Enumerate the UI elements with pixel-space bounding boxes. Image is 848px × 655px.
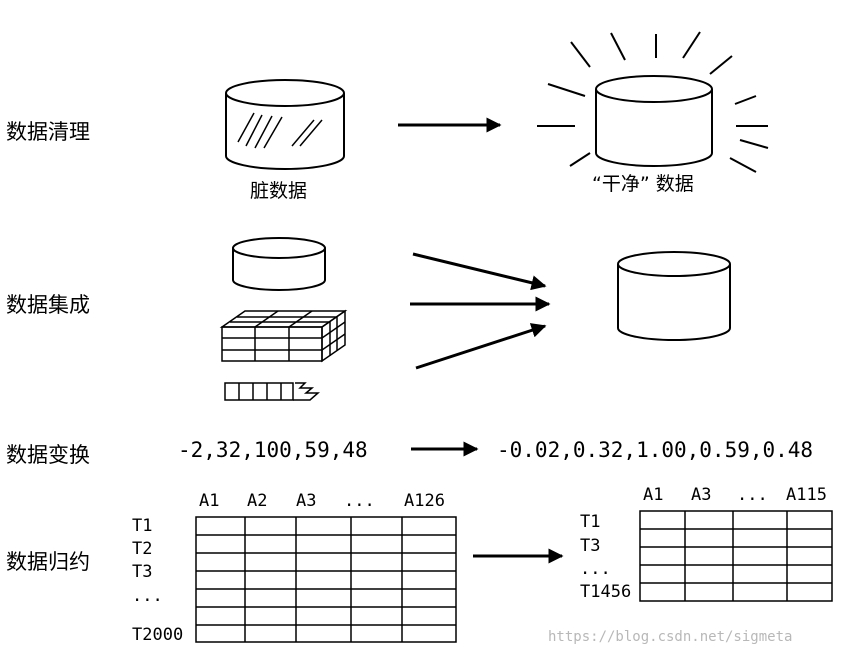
col-header: A126 (404, 491, 445, 511)
integrated-database-icon (617, 251, 731, 341)
right-table-col-headers: A1 A3 ... A115 (643, 485, 827, 505)
col-header: ... (737, 485, 768, 505)
right-data-table (639, 510, 833, 602)
col-header: A1 (199, 491, 219, 511)
row-header: T2 (132, 539, 152, 559)
clean-database-icon (595, 75, 713, 167)
col-header: A3 (296, 491, 316, 511)
col-header: A2 (247, 491, 267, 511)
col-header: ... (344, 491, 375, 511)
row-header: T1 (132, 516, 152, 536)
row-header: T3 (132, 562, 152, 582)
flat-file-icon (224, 382, 320, 401)
transformation-output-values: -0.02,0.32,1.00,0.59,0.48 (497, 438, 813, 462)
clean-data-caption: “干净” 数据 (592, 173, 694, 195)
data-cube-icon (219, 309, 348, 363)
col-header: A3 (691, 485, 711, 505)
left-data-table (195, 516, 457, 643)
right-table-row-headers: T1 T3 ... T1456 (580, 512, 631, 602)
row-label-transformation: 数据变换 (6, 443, 90, 467)
left-table-col-headers: A1 A2 A3 ... A126 (199, 491, 445, 511)
watermark-text: https://blog.csdn.net/sigmeta (548, 629, 792, 645)
source-database-icon (232, 237, 326, 291)
row-header: ... (580, 559, 611, 579)
col-header: A1 (643, 485, 663, 505)
dirty-data-caption: 脏数据 (250, 180, 307, 202)
left-table-row-headers: T1 T2 T3 ... T2000 (132, 516, 183, 645)
row-header: ... (132, 586, 163, 606)
dirty-database-icon (225, 79, 345, 170)
row-label-integration: 数据集成 (6, 293, 90, 317)
row-label-reduction: 数据归约 (6, 550, 90, 574)
row-label-cleaning: 数据清理 (6, 120, 90, 144)
shine-rays-icon (537, 31, 769, 173)
row-header: T2000 (132, 625, 183, 645)
row-header: T1456 (580, 582, 631, 602)
row-header: T1 (580, 512, 600, 532)
transformation-input-values: -2,32,100,59,48 (178, 438, 368, 462)
col-header: A115 (786, 485, 827, 505)
row-header: T3 (580, 536, 600, 556)
integration-arrows (410, 252, 551, 370)
